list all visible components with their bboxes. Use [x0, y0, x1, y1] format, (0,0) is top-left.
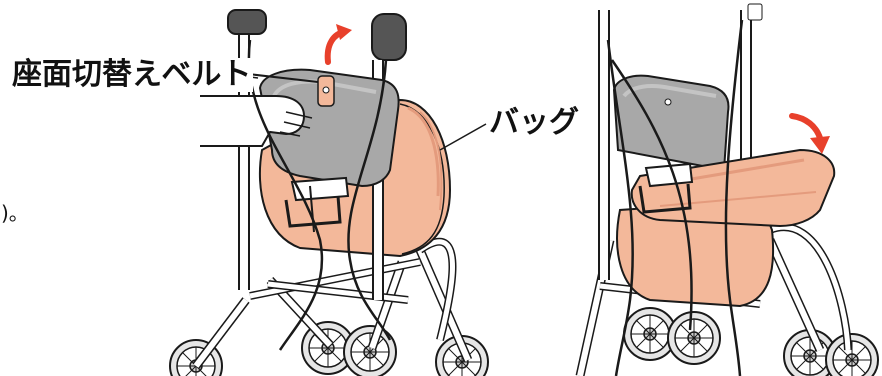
arrow-down-curved-icon	[789, 113, 830, 154]
walker-left-belt	[247, 73, 319, 83]
walker-right-backrest	[612, 74, 730, 172]
walker-left-frame	[192, 237, 473, 369]
bag-leader-line	[439, 123, 487, 151]
bag-label: バッグ	[487, 105, 581, 140]
hand-illustration	[200, 95, 313, 147]
walker-left-wheel-rear-right	[343, 325, 397, 376]
walker-right-wheel-4	[825, 333, 879, 376]
walker-right-brake-cables	[606, 19, 744, 376]
arrow-up-curved-icon	[324, 24, 352, 65]
seat-belt-label: 座面切替えベルト	[10, 57, 254, 92]
walker-right-wheel-2	[667, 311, 721, 365]
walker-left-basket-grip	[284, 176, 350, 233]
walker-left-seat	[258, 68, 400, 188]
cut-text-fragment: )。	[1, 201, 29, 225]
walker-right-tag	[747, 3, 763, 21]
walker-right-illustration	[575, 3, 879, 376]
walker-left-illustration	[169, 9, 489, 376]
walker-left-brake-cables	[247, 39, 392, 351]
walker-right-basket-grip	[638, 162, 694, 214]
